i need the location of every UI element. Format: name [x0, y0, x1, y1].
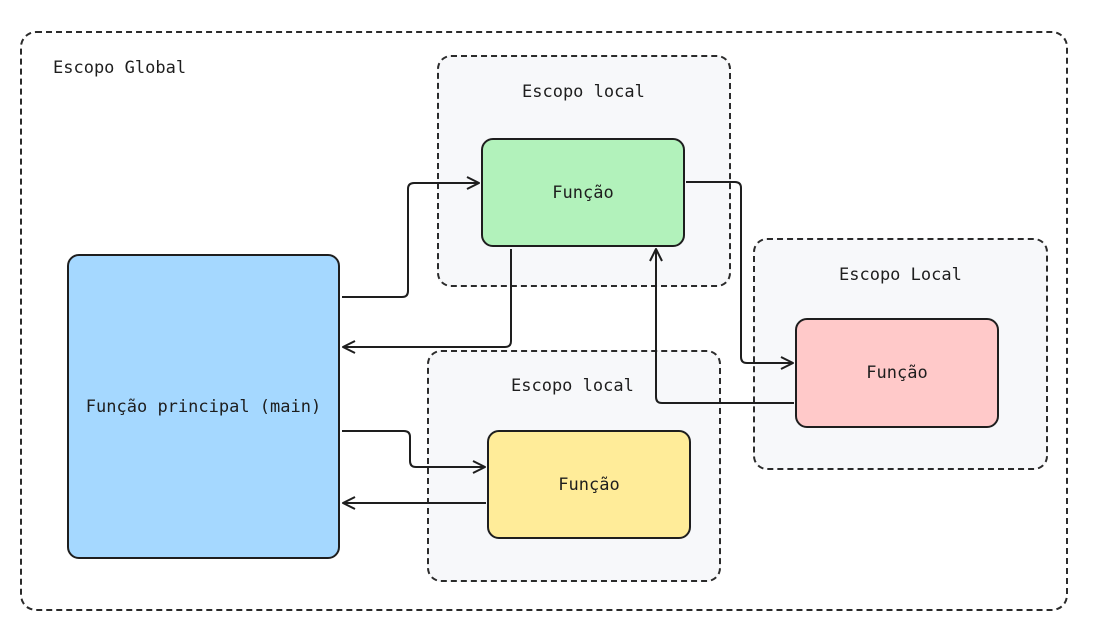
red-function-label: Função [866, 363, 928, 383]
local-scope-top-label: Escopo local [522, 82, 645, 102]
global-scope-label: Escopo Global [53, 58, 187, 78]
local-scope-right-label: Escopo Local [839, 265, 962, 285]
main-function-label: Função principal (main) [85, 396, 322, 417]
green-function-box[interactable]: Função [481, 138, 685, 247]
green-function-label: Função [552, 182, 614, 203]
yellow-function-label: Função [558, 474, 620, 495]
main-function-box[interactable]: Função principal (main) [67, 254, 340, 559]
red-function-box[interactable]: Função [795, 318, 999, 428]
yellow-function-box[interactable]: Função [487, 430, 691, 539]
local-scope-bottom-label: Escopo local [511, 376, 634, 396]
global-scope-container [20, 31, 1068, 611]
